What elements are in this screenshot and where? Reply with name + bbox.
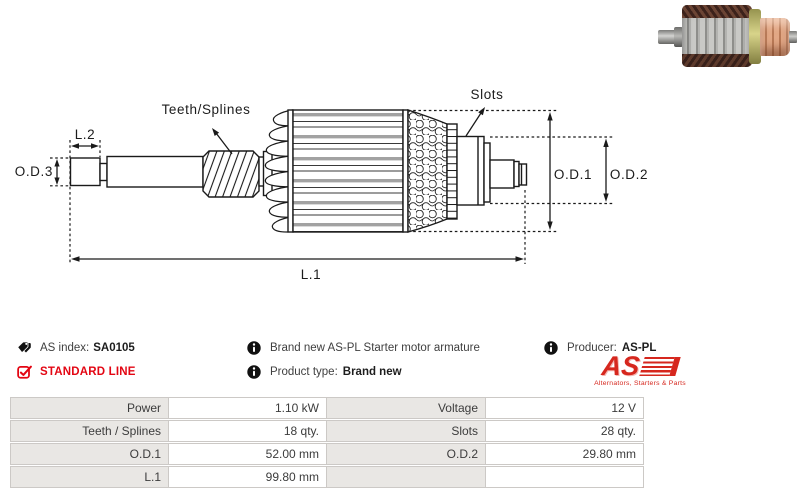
tags-icon [17,340,32,356]
spec-value: 52.00 mm [168,443,327,465]
end-tip [518,163,528,186]
photo-shaft-right [789,31,797,43]
table-row: Power 1.10 kW Voltage 12 V [10,397,647,419]
armature-technical-drawing: Teeth/Splines Slots L.2 O.D.3 O.D.1 O.D.… [15,87,648,282]
spec-value: 12 V [485,397,644,419]
spec-label: Slots [326,420,486,442]
spec-label: O.D.2 [326,443,486,465]
product-description: Brand new AS-PL Starter motor armature [270,342,480,354]
photo-winding-top [682,5,752,18]
product-type-row: Product type: Brand new [247,364,402,380]
dimension-labels: Teeth/Splines Slots L.2 O.D.3 O.D.1 O.D.… [15,87,648,282]
aspl-logo: AS Alternators, Starters & Parts [588,351,692,387]
shaft-long [106,155,204,188]
product-type-label: Product type: [270,366,338,378]
washer-left [262,150,273,197]
photo-commutator [760,18,790,56]
spec-label: Voltage [326,397,486,419]
label-slots: Slots [470,87,503,102]
washer-right [483,142,491,203]
spec-value: 29.80 mm [485,443,644,465]
as-index-row: AS index: SA0105 [17,340,135,356]
photo-insulation-ring [749,9,761,64]
commutator [456,135,485,206]
spec-value [485,466,644,488]
info-circle-icon [544,340,559,356]
aspl-logo-tagline: Alternators, Starters & Parts [594,380,686,387]
producer-row: Producer: AS-PL [544,340,656,356]
spec-value: 18 qty. [168,420,327,442]
spec-label: L.1 [10,466,169,488]
label-l2: L.2 [75,127,96,142]
shaft-end-cap [69,157,101,187]
table-row: L.1 99.80 mm [10,466,647,488]
producer-label: Producer: [567,342,617,354]
table-row: O.D.1 52.00 mm O.D.2 29.80 mm [10,443,647,465]
as-index-label: AS index: [40,342,90,354]
core-end-bar-right [402,109,409,233]
producer-value: AS-PL [621,342,657,354]
info-circle-icon [247,364,262,380]
standard-line-label: STANDARD LINE [40,366,136,378]
label-od2: O.D.2 [610,167,648,182]
spec-label: Teeth / Splines [10,420,169,442]
label-l1: L.1 [301,267,322,282]
checkbox-checked-icon [17,365,32,380]
table-row: Teeth / Splines 18 qty. Slots 28 qty. [10,420,647,442]
dimension-arrows [54,107,609,262]
description-row: Brand new AS-PL Starter motor armature [247,340,480,356]
label-od1: O.D.1 [554,167,592,182]
standard-line-row: STANDARD LINE [17,364,136,380]
as-index-value: SA0105 [93,342,135,354]
spec-table: Power 1.10 kW Voltage 12 V Teeth / Splin… [10,397,647,489]
info-circle-icon [247,340,262,356]
label-od3: O.D.3 [15,164,53,179]
spec-value: 99.80 mm [168,466,327,488]
aspl-logo-flag [639,356,681,376]
spec-label: Power [10,397,169,419]
shaft-right [489,159,515,189]
aspl-logo-text: AS [600,351,642,381]
armature-parts [69,109,528,233]
shaft-step [99,162,108,182]
core-laminated-body [292,109,404,233]
product-photo [646,2,800,70]
commutator-risers [446,123,458,220]
end-ring [513,160,520,188]
core-end-bar-left [287,109,294,233]
spec-value: 1.10 kW [168,397,327,419]
spec-label: O.D.1 [10,443,169,465]
product-type-value: Brand new [342,366,402,378]
spec-label [326,466,486,488]
label-teeth-splines: Teeth/Splines [162,102,251,117]
photo-winding-bottom [682,54,752,67]
photo-shaft-collar [674,27,683,47]
winding-weave [407,109,448,233]
spline-section [202,150,260,198]
spec-value: 28 qty. [485,420,644,442]
